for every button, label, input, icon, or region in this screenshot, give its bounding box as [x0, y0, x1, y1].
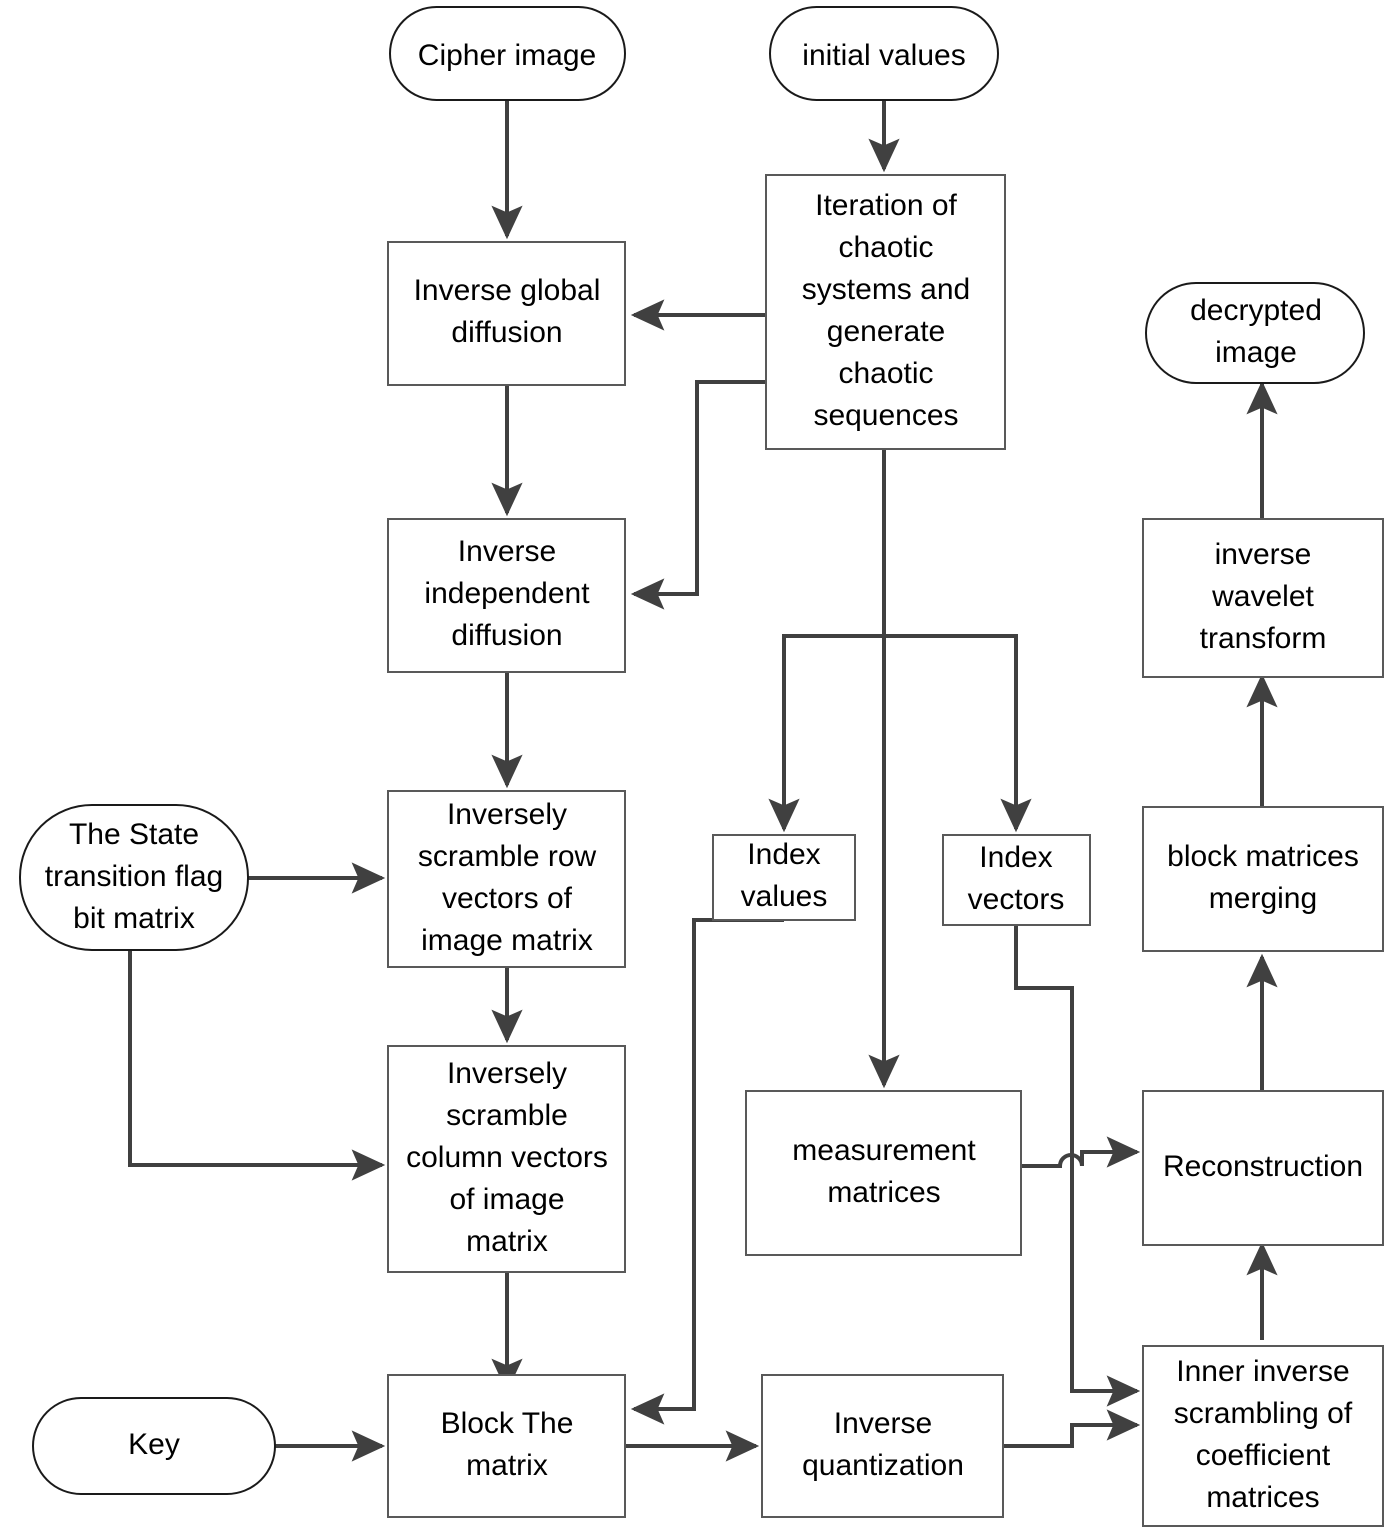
- reconstruction-shape: [1142, 1090, 1384, 1246]
- index-vectors-shape: [942, 834, 1091, 926]
- inverse-quantization-shape: [761, 1374, 1004, 1518]
- inversely-scramble-cols-shape: [387, 1045, 626, 1273]
- inverse-wavelet-transform-shape: [1142, 518, 1384, 678]
- node-cipher-image[interactable]: Cipher image: [389, 6, 626, 101]
- inverse-global-diffusion-shape: [387, 241, 626, 386]
- reconstruction-label: Reconstruction: [1163, 1150, 1363, 1183]
- inversely-scramble-rows-shape: [387, 790, 626, 968]
- inverse-independent-diffusion-shape: [387, 518, 626, 673]
- iteration-chaotic-shape: [765, 174, 1006, 450]
- edge-measurement-matrices-to-reconstruction: [1021, 1136, 1141, 1168]
- key-label: Key: [128, 1428, 180, 1461]
- block-matrices-merging-shape: [1142, 806, 1384, 952]
- cipher-image-label: Cipher image: [418, 39, 596, 72]
- state-flag-matrix-shape: [19, 804, 249, 951]
- node-reconstruction[interactable]: Reconstruction: [1142, 1090, 1384, 1246]
- edge-state-flag-matrix-to-inversely-scramble-cols: [128, 950, 386, 1181]
- inner-inverse-scrambling-shape: [1142, 1345, 1384, 1527]
- measurement-matrices-shape: [745, 1090, 1022, 1256]
- cipher-image-shape: [389, 6, 626, 101]
- edge-layer: [128, 100, 1278, 1462]
- edge-iteration-chaotic-to-inverse-independent-diffusion: [630, 380, 766, 610]
- node-key[interactable]: Key: [32, 1397, 276, 1495]
- index-values-shape: [712, 834, 856, 921]
- edge-inverse-quantization-to-inner-inverse-scrambling: [1003, 1409, 1141, 1448]
- decrypted-image-shape: [1145, 282, 1365, 384]
- edge-iteration-chaotic-to-index-vectors: [884, 634, 1032, 833]
- block-the-matrix-shape: [387, 1374, 626, 1518]
- node-initial-values[interactable]: initial values: [769, 6, 999, 101]
- edge-iteration-chaotic-to-index-values: [768, 634, 884, 833]
- initial-values-label: initial values: [802, 39, 965, 72]
- key-shape: [32, 1397, 276, 1495]
- initial-values-shape: [769, 6, 999, 101]
